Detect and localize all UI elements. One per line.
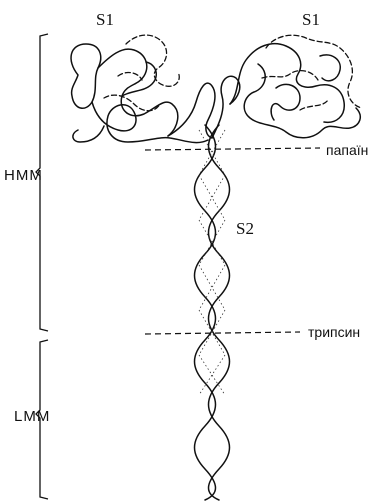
label-papain: папаїн: [326, 142, 368, 158]
s1-head-right-dashed: [262, 35, 362, 110]
s1-head-left: [71, 44, 208, 143]
label-s2: S2: [236, 219, 254, 238]
papain-cleavage-line: [145, 148, 320, 150]
label-trypsin: трипсин: [308, 324, 360, 340]
s1-head-left-dashed: [104, 35, 179, 111]
trypsin-cleavage-line: [145, 332, 300, 334]
label-hmm: HMM: [4, 167, 43, 184]
s1-head-right: [230, 44, 360, 138]
coiled-coil-rod: [195, 125, 230, 500]
left-neck: [168, 83, 215, 138]
label-lmm: LMM: [14, 408, 50, 425]
label-s1-right: S1: [302, 10, 320, 29]
label-s1-left: S1: [96, 10, 114, 29]
